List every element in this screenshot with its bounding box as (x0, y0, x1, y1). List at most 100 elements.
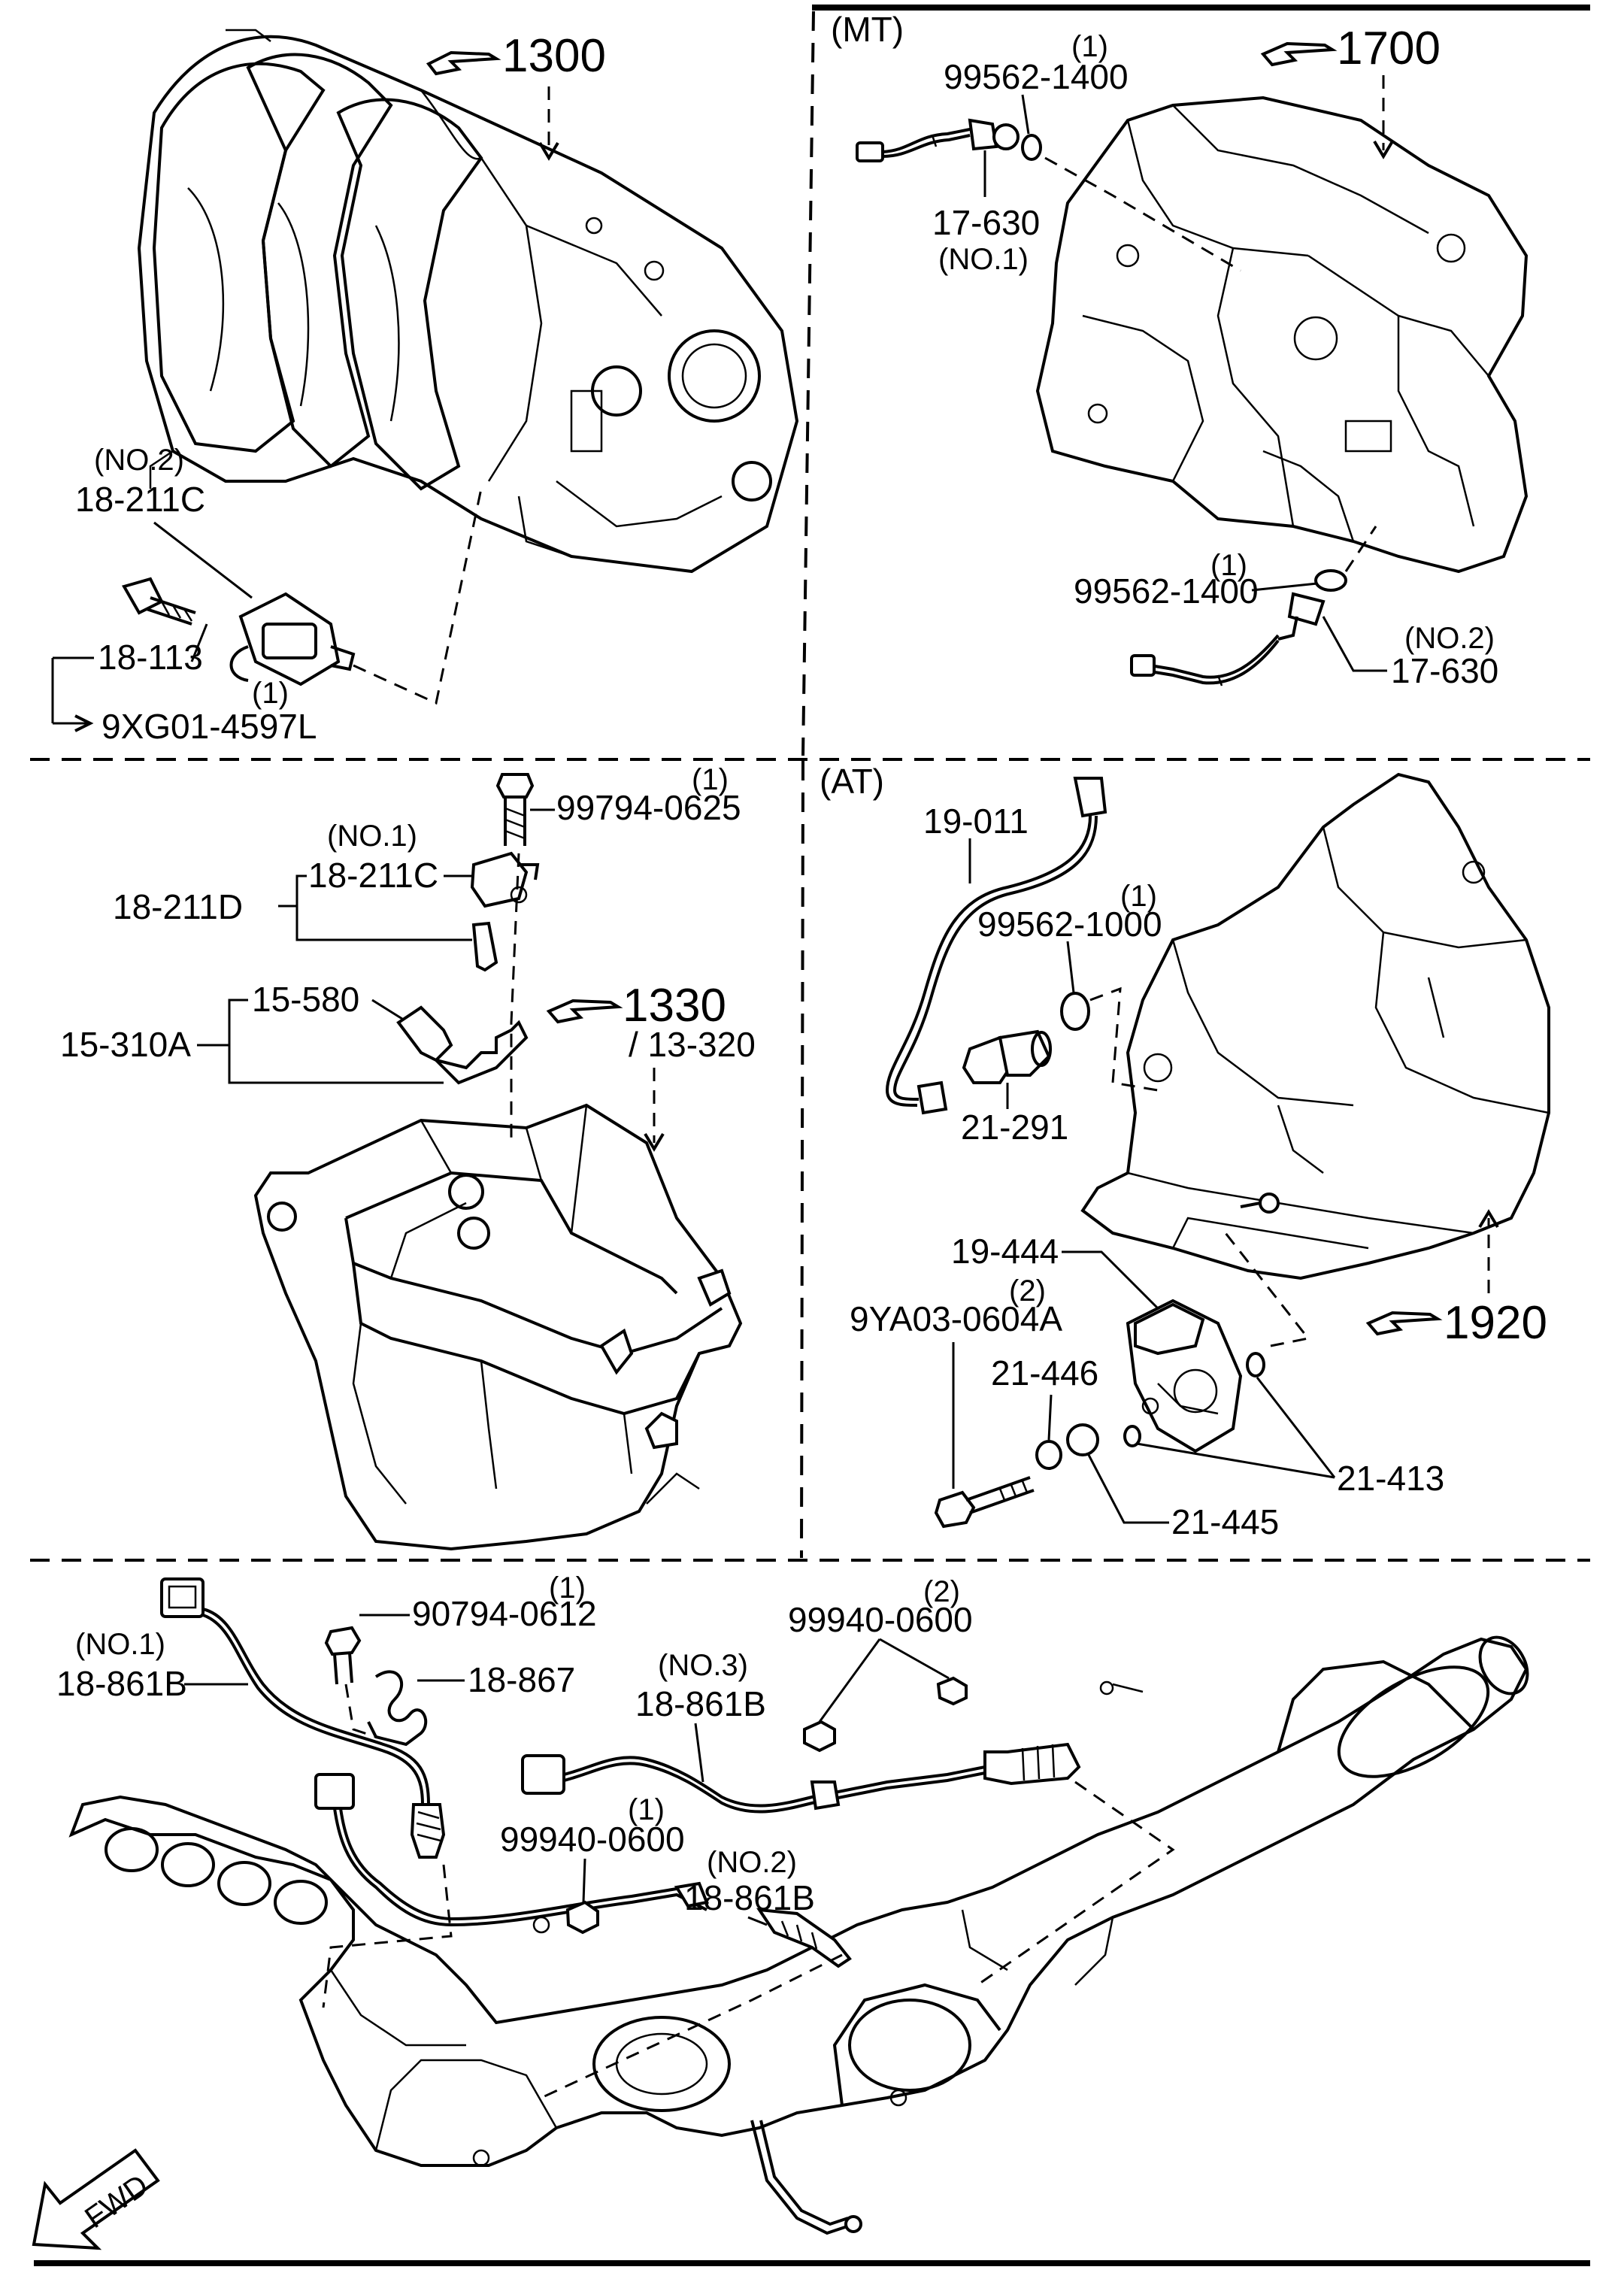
clip-18-867 (367, 1670, 428, 1747)
tl-labels: 1300 (NO.2) 18-211C 18-113 (1) 9XG01-459… (51, 30, 606, 746)
ref-pointer-1700 (1260, 41, 1338, 67)
part-17-630-b-label: 17-630 (1391, 651, 1498, 690)
switch-17-630-no1 (856, 118, 1020, 162)
leader-dash-air-cleaner (510, 853, 520, 1143)
no2-label: (NO.2) (707, 1846, 797, 1879)
washer-99562-1400-a (1021, 134, 1042, 161)
exhaust-manifold-illustration (68, 1635, 1529, 2235)
washer-99562-1000 (1060, 992, 1090, 1031)
switch-21-291 (962, 1029, 1052, 1084)
qty-1-label: (1) (1120, 880, 1157, 913)
part-21-446-label: 21-446 (991, 1353, 1098, 1393)
leader-dash-no2 (541, 1953, 843, 2099)
leader-dash-no1 (322, 1864, 453, 2008)
leader-dash-19-444 (1224, 1232, 1310, 1347)
o2-sensor-18-861b-no3 (521, 1742, 1081, 1814)
ref-1330-label: 1330 (623, 980, 726, 1032)
part-17-630-a-label: 17-630 (932, 203, 1040, 242)
part-18-861b-no3-label: 18-861B (635, 1684, 766, 1723)
sensor-18-211c-no1 (470, 851, 540, 908)
part-21-445-label: 21-445 (1171, 1502, 1279, 1541)
hose-18-211d (471, 921, 498, 972)
qty-1b-label: (1) (1210, 549, 1247, 582)
part-99562-1000-label: 99562-1000 (977, 905, 1162, 944)
part-99940-0600-b-label: 99940-0600 (500, 1820, 685, 1859)
nut-99940-0600-c (565, 1900, 599, 1935)
no3-label: (NO.3) (658, 1649, 748, 1682)
tr-labels: (MT) (1) 99562-1400 17-630 (NO.1) 1700 (… (831, 10, 1498, 690)
bolt-9ya03-0604a (934, 1476, 1035, 1529)
part-19-444-label: 19-444 (951, 1232, 1059, 1271)
bottom-labels: (1) 90794-0612 (NO.1) 18-861B 18-867 (2)… (56, 1571, 973, 1926)
no1-label: (NO.1) (938, 243, 1029, 276)
air-cleaner-illustration (253, 1103, 743, 1551)
no2-label: (NO.2) (1404, 622, 1495, 655)
leader-dash-17-630-no1 (1044, 156, 1241, 272)
washer-21-445 (1066, 1423, 1099, 1456)
bolt-90794-0612 (324, 1626, 362, 1685)
no1-label: (NO.1) (327, 820, 417, 853)
o2-sensor-18-861b-no1 (160, 1577, 446, 1859)
ref-pointer-1920 (1365, 1311, 1443, 1336)
leader-dash-clip (344, 1683, 377, 1738)
part-15-310a-label: 15-310A (60, 1025, 191, 1064)
switch-17-630-no2 (1130, 569, 1347, 686)
part-9xg01-4597l-label: 9XG01-4597L (102, 707, 317, 746)
oring-21-413-a (1246, 1352, 1265, 1377)
nut-99940-0600-a (803, 1720, 836, 1753)
fwd-arrow-icon: FWD (32, 2148, 160, 2250)
qty-2-label: (2) (1009, 1274, 1046, 1308)
part-18-211c-label: 18-211C (75, 480, 205, 519)
ref-1920-label: 1920 (1444, 1297, 1547, 1349)
part-99562-1400-a-label: 99562-1400 (944, 57, 1129, 96)
leader-dash-18-211c-no2 (353, 488, 483, 705)
no1-label: (NO.1) (75, 1628, 165, 1661)
part-18-113-label: 18-113 (98, 638, 203, 677)
o2-sensor-18-861b-no2 (314, 1773, 852, 1968)
at-variant-label: (AT) (820, 762, 884, 801)
part-19-011-label: 19-011 (923, 802, 1029, 841)
qty-1-label: (1) (692, 763, 729, 796)
harness-19-011 (885, 777, 1107, 1115)
ref-13-320-label: / 13-320 (629, 1025, 756, 1064)
qty-1b-label: (1) (628, 1793, 665, 1826)
ml-labels: (1) 99794-0625 (NO.1) 18-211C 18-211D 15… (60, 763, 756, 1152)
qty-1-label: (1) (252, 677, 289, 710)
part-18-211c-label: 18-211C (308, 856, 438, 895)
leader-dash-no3 (977, 1780, 1175, 1987)
nut-99940-0600-b (936, 1676, 968, 1706)
mt-transmission-illustration (1035, 95, 1529, 574)
part-9ya03-0604a-label: 9YA03-0604A (850, 1299, 1062, 1338)
part-99794-0625-label: 99794-0625 (556, 788, 741, 827)
washer-21-446 (1035, 1440, 1062, 1470)
part-21-413-label: 21-413 (1337, 1459, 1444, 1498)
separator-vertical-upper (801, 11, 815, 756)
mr-labels: (AT) 19-011 (1) 99562-1000 21-291 19-444… (820, 762, 1547, 1541)
part-18-861b-no2-label: 18-861B (684, 1878, 815, 1917)
sensor-18-211c-no2 (229, 592, 356, 686)
qty-2-label: (2) (923, 1575, 960, 1608)
ref-1700-label: 1700 (1337, 23, 1441, 74)
part-18-861b-no1-label: 18-861B (56, 1664, 187, 1703)
ref-pointer-1330 (546, 999, 623, 1024)
at-transmission-illustration (1080, 772, 1550, 1280)
switch-19-444 (1126, 1299, 1243, 1453)
part-15-580-label: 15-580 (252, 980, 359, 1019)
leader-dash-17-630-no2 (1344, 526, 1377, 572)
separator-vertical-middle (800, 760, 804, 1559)
intake-manifold-illustration (137, 29, 799, 574)
qty-1a-label: (1) (1071, 30, 1108, 63)
ref-pointer-1300 (426, 50, 501, 76)
qty-1a-label: (1) (549, 1571, 586, 1605)
bracket-15-310a (396, 1005, 529, 1085)
part-99940-0600-a-label: 99940-0600 (788, 1600, 973, 1639)
oring-21-413-b (1123, 1425, 1141, 1447)
bolt-99794-0625 (495, 773, 535, 846)
leader-dash-21-291 (1089, 986, 1159, 1092)
bolt-18-113 (121, 577, 196, 626)
part-21-291-label: 21-291 (961, 1108, 1068, 1147)
ref-1300-label: 1300 (502, 30, 606, 82)
part-18-867-label: 18-867 (468, 1660, 575, 1699)
mt-variant-label: (MT) (831, 10, 904, 49)
